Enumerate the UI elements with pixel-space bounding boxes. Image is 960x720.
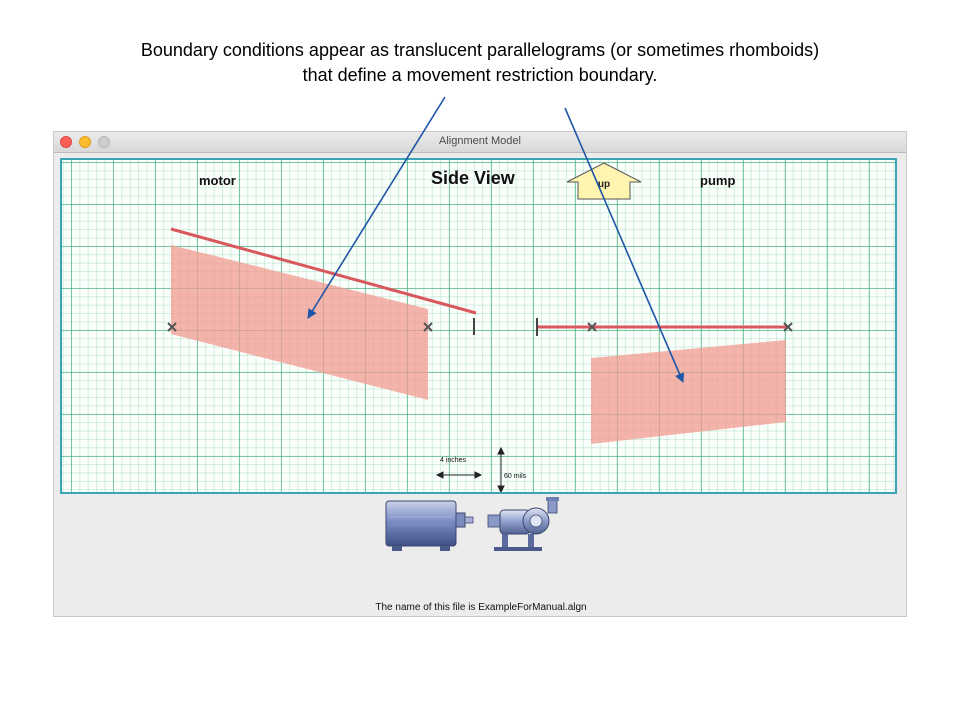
caption: Boundary conditions appear as translucen… bbox=[0, 38, 960, 88]
side-view-canvas[interactable]: motor Side View pump up 4 inches 60 mils bbox=[60, 158, 897, 494]
pump-boundary-parallelogram bbox=[591, 340, 786, 444]
x-marker-icon bbox=[423, 322, 433, 332]
close-icon[interactable] bbox=[60, 136, 72, 148]
x-marker-icon bbox=[167, 322, 177, 332]
motor-boundary-parallelogram bbox=[171, 245, 428, 400]
up-button[interactable]: up bbox=[566, 162, 642, 200]
motor-icon bbox=[385, 500, 474, 551]
machine-graphics bbox=[385, 497, 559, 551]
motor-label: motor bbox=[199, 173, 236, 188]
maximize-icon[interactable] bbox=[98, 136, 110, 148]
file-name-status: The name of this file is ExampleForManua… bbox=[375, 602, 587, 613]
horizontal-scale-arrow bbox=[435, 471, 483, 479]
pump-label: pump bbox=[700, 173, 736, 188]
window-title: Alignment Model bbox=[439, 135, 521, 147]
minimize-icon[interactable] bbox=[79, 136, 91, 148]
up-button-label: up bbox=[597, 179, 611, 190]
x-marker-icon bbox=[783, 322, 793, 332]
title-bar[interactable]: Alignment Model bbox=[54, 132, 906, 153]
vertical-scale-arrow bbox=[497, 446, 505, 492]
alignment-model-window: Alignment Model bbox=[53, 131, 907, 617]
vertical-scale-label: 60 mils bbox=[504, 473, 527, 480]
caption-line-2: that define a movement restriction bound… bbox=[302, 65, 658, 85]
model-drawing bbox=[167, 227, 793, 492]
horizontal-scale-label: 4 inches bbox=[440, 457, 467, 464]
view-title: Side View bbox=[431, 168, 515, 188]
caption-line-1: Boundary conditions appear as translucen… bbox=[140, 40, 820, 60]
pump-icon bbox=[487, 497, 559, 551]
